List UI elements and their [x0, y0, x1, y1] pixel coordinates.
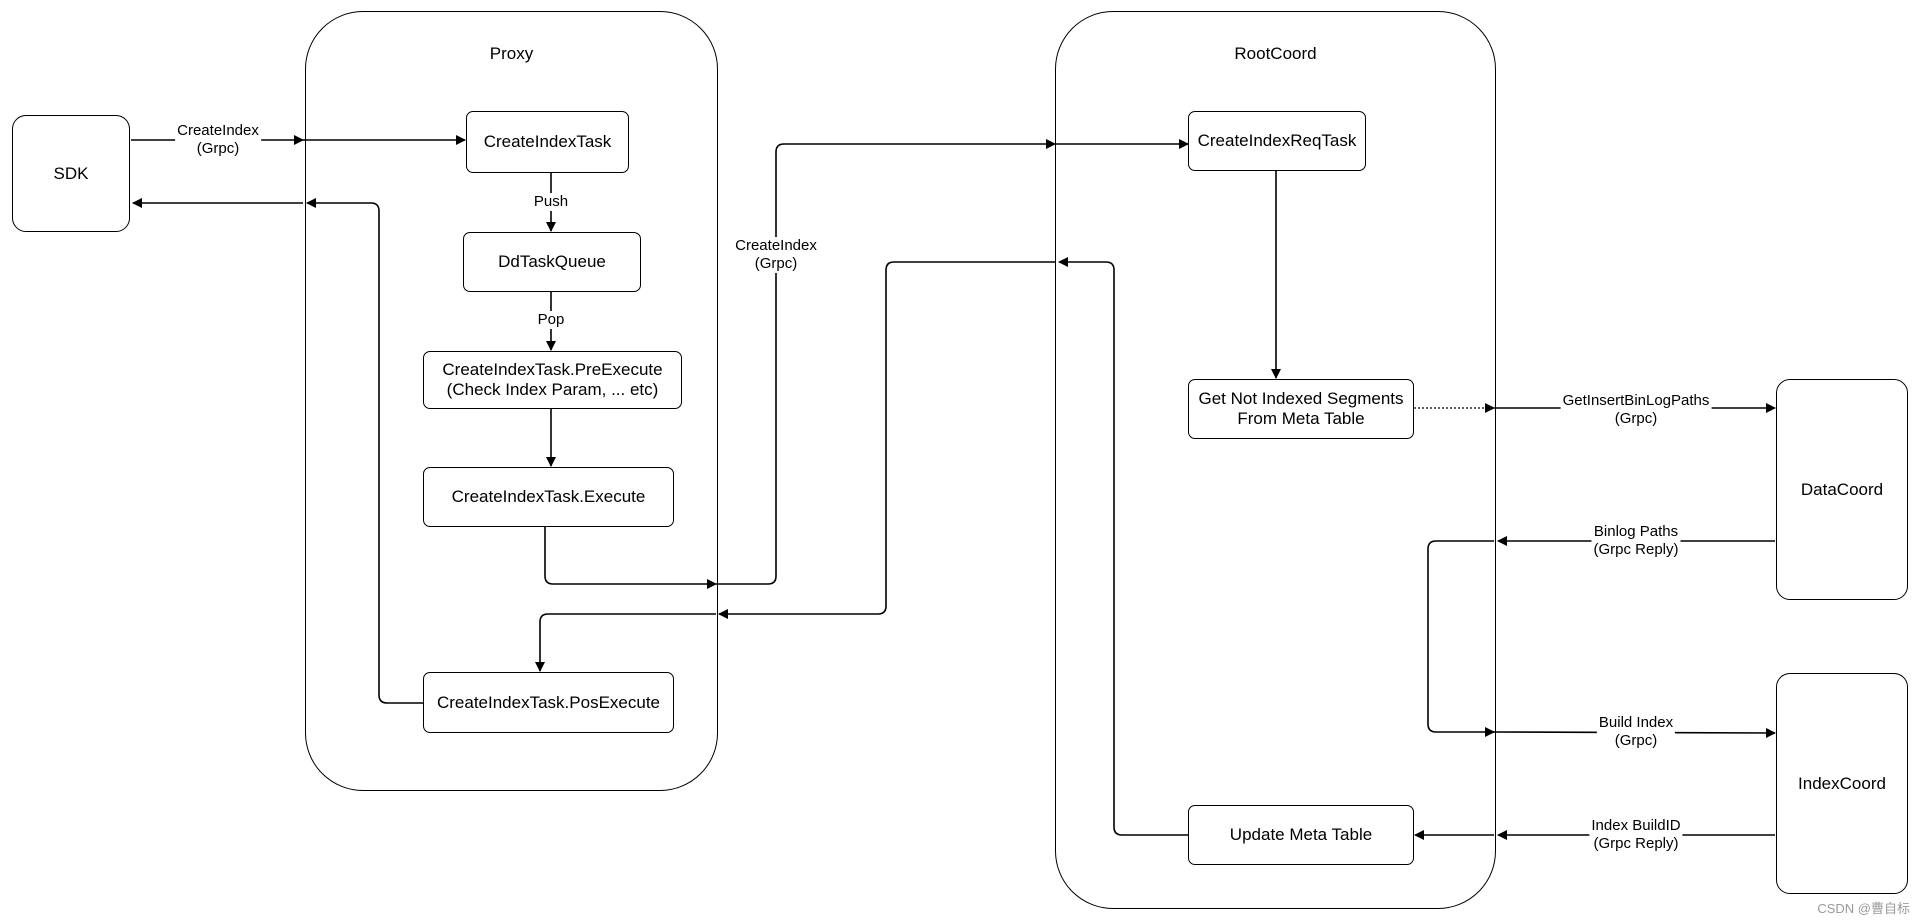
pop-label: Pop: [535, 311, 567, 329]
create-index-task-label: CreateIndexTask: [483, 132, 612, 151]
pos-execute-node: CreateIndexTask.PosExecute: [423, 672, 674, 733]
execute-node: CreateIndexTask.Execute: [423, 467, 674, 527]
edge-updatemeta-to-edge: [1058, 257, 1188, 836]
rootcoord-container: RootCoord: [1055, 11, 1496, 909]
rootcoord-title: RootCoord: [1234, 44, 1317, 63]
create-index-req-task-label: CreateIndexReqTask: [1197, 131, 1357, 150]
pre-execute-node: CreateIndexTask.PreExecute (Check Index …: [423, 351, 682, 409]
update-meta-table-node: Update Meta Table: [1188, 805, 1414, 865]
push-label: Push: [531, 193, 571, 211]
not-indexed-segments-node: Get Not Indexed Segments From Meta Table: [1188, 379, 1414, 439]
update-meta-table-label: Update Meta Table: [1229, 825, 1373, 844]
proxy-createindex-label: CreateIndex (Grpc): [733, 237, 819, 273]
getinsertbinlogpaths-label: GetInsertBinLogPaths (Grpc): [1560, 392, 1712, 428]
binlog-paths-label: Binlog Paths (Grpc Reply): [1591, 523, 1681, 559]
edge-rootcoord-to-proxy: [718, 261, 1055, 619]
indexcoord-node: IndexCoord: [1776, 673, 1908, 894]
edge-execute-to-proxy-edge: [544, 527, 717, 589]
create-index-req-task-node: CreateIndexReqTask: [1188, 111, 1366, 171]
edge-loop-binlog-to-build: [1427, 540, 1495, 737]
datacoord-node: DataCoord: [1776, 379, 1908, 600]
edge-posexecute-to-proxy-edge: [306, 198, 423, 704]
sdk-createindex-label: CreateIndex (Grpc): [175, 122, 261, 158]
dd-task-queue-label: DdTaskQueue: [498, 252, 606, 271]
pre-execute-label-2: (Check Index Param, ... etc): [446, 380, 659, 399]
proxy-container: Proxy: [305, 11, 718, 791]
indexcoord-label: IndexCoord: [1798, 773, 1886, 793]
create-index-task-node: CreateIndexTask: [466, 111, 629, 173]
pos-execute-label: CreateIndexTask.PosExecute: [436, 692, 660, 712]
datacoord-label: DataCoord: [1800, 479, 1884, 499]
not-indexed-label-2: From Meta Table: [1237, 409, 1365, 428]
pre-execute-label-1: CreateIndexTask.PreExecute: [442, 360, 663, 379]
sdk-node: SDK: [12, 115, 130, 232]
proxy-title: Proxy: [489, 44, 534, 63]
not-indexed-label-1: Get Not Indexed Segments: [1198, 389, 1404, 408]
sdk-label: SDK: [53, 163, 89, 183]
build-index-label: Build Index (Grpc): [1596, 714, 1676, 750]
edge-proxy-to-posexecute: [535, 613, 716, 672]
execute-label: CreateIndexTask.Execute: [451, 487, 646, 506]
watermark: CSDN @曹自标: [1817, 901, 1910, 916]
index-buildid-label: Index BuildID (Grpc Reply): [1589, 817, 1683, 853]
edge-proxy-to-rootcoord: [716, 139, 1056, 585]
dd-task-queue-node: DdTaskQueue: [463, 232, 641, 292]
